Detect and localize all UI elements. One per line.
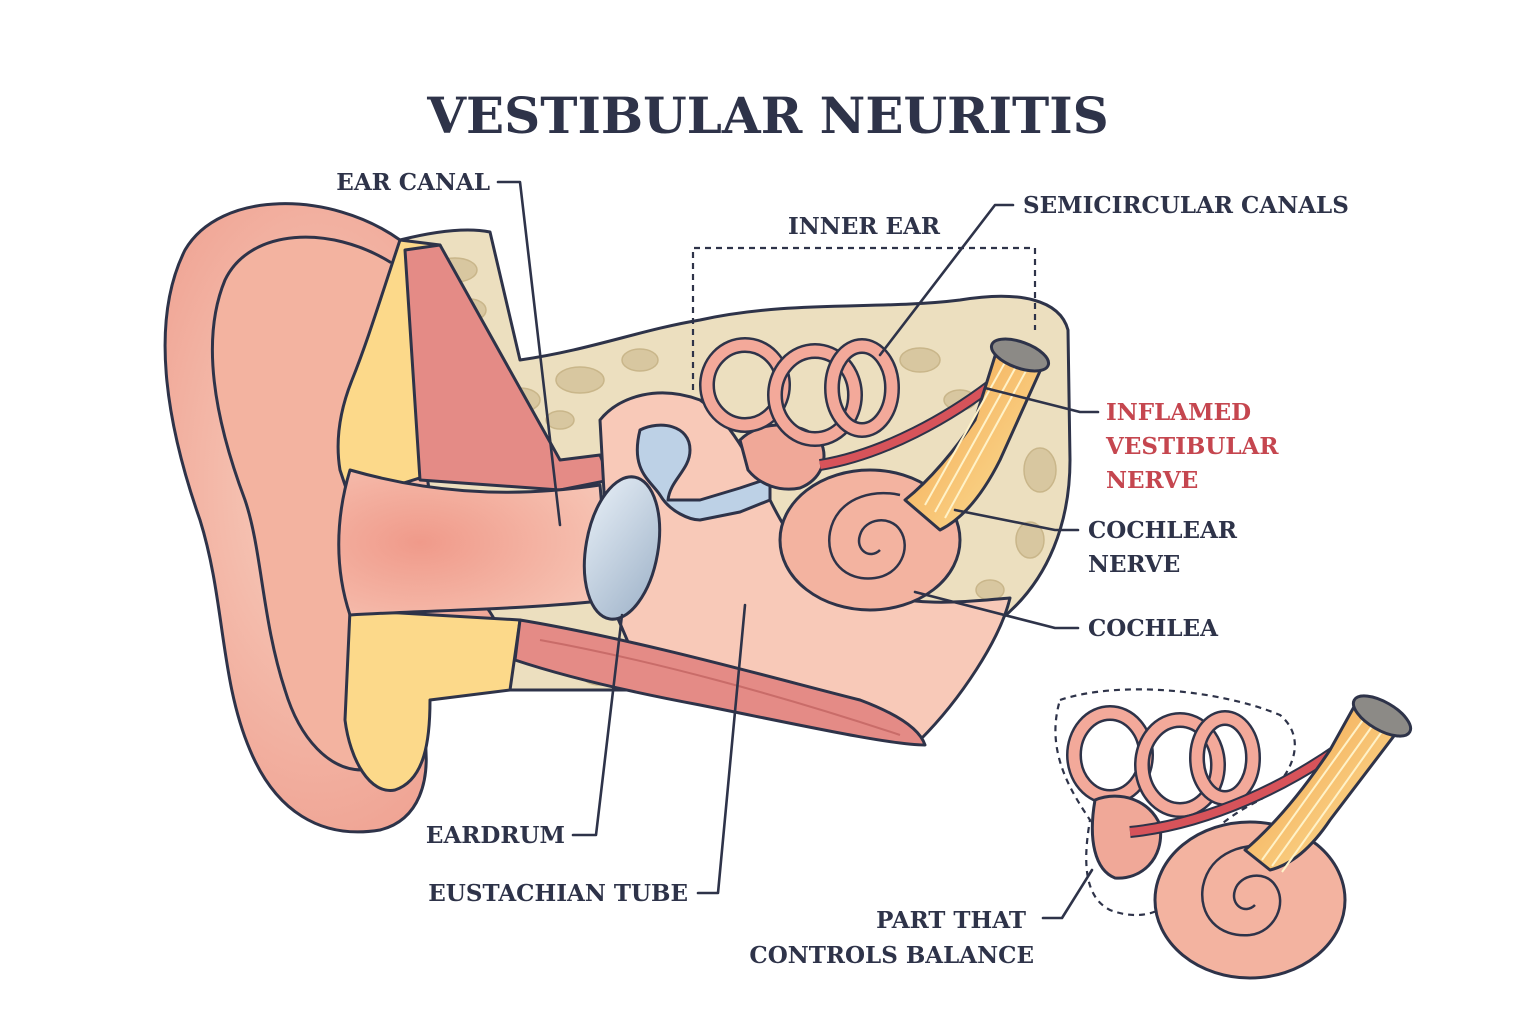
helix-fold	[210, 235, 393, 772]
ear-canal	[337, 468, 612, 617]
ossicles	[635, 423, 772, 522]
label-cochlea: COCHLEA	[1088, 615, 1219, 642]
label-eardrum: EARDRUM	[426, 822, 565, 849]
label-semicircular-canals: SEMICIRCULAR CANALS	[1023, 192, 1349, 219]
cartilage-lower	[343, 608, 522, 792]
label-balance-part: PART THAT CONTROLS BALANCE	[749, 907, 1034, 969]
label-eustachian-tube: EUSTACHIAN TUBE	[428, 880, 688, 907]
label-balance-part-line2: CONTROLS BALANCE	[749, 942, 1034, 969]
label-inflamed-nerve: INFLAMED VESTIBULAR NERVE	[1105, 399, 1287, 494]
label-ear-canal: EAR CANAL	[336, 169, 490, 196]
inset-nerve-cut-end	[1351, 694, 1413, 738]
inset-cochlea	[1153, 820, 1347, 980]
label-cochlear-nerve-line1: COCHLEAR	[1088, 517, 1238, 544]
leader-lines	[496, 180, 1100, 920]
label-inner-ear: INNER EAR	[788, 213, 941, 240]
nerve-cut-end	[989, 337, 1051, 373]
label-inflamed-nerve-line3: NERVE	[1106, 467, 1198, 494]
inset-nerve-fibers	[1261, 712, 1389, 873]
label-cochlear-nerve-line2: NERVE	[1088, 551, 1180, 578]
inset-cochlea-spiral	[1200, 844, 1282, 937]
semicircular-canals-shape	[699, 337, 900, 447]
diagram-title: VESTIBULAR NEURITIS	[426, 86, 1108, 145]
label-inflamed-nerve-line2: VESTIBULAR	[1105, 433, 1279, 460]
inset-vestibule	[1090, 794, 1163, 880]
nerve-fibers	[924, 349, 1033, 519]
cochlea-spiral	[827, 491, 906, 580]
label-balance-part-line1: PART THAT	[876, 907, 1026, 934]
eustachian-stripe	[539, 639, 901, 736]
label-cochlear-nerve: COCHLEAR NERVE	[1088, 517, 1245, 578]
inset-inner-ear	[1054, 688, 1413, 980]
nerve-bundle	[903, 338, 1047, 532]
eardrum-shape	[582, 475, 662, 621]
label-inflamed-nerve-line1: INFLAMED	[1106, 399, 1251, 426]
ear-illustration	[163, 202, 1072, 834]
inset-canals	[1066, 705, 1261, 818]
